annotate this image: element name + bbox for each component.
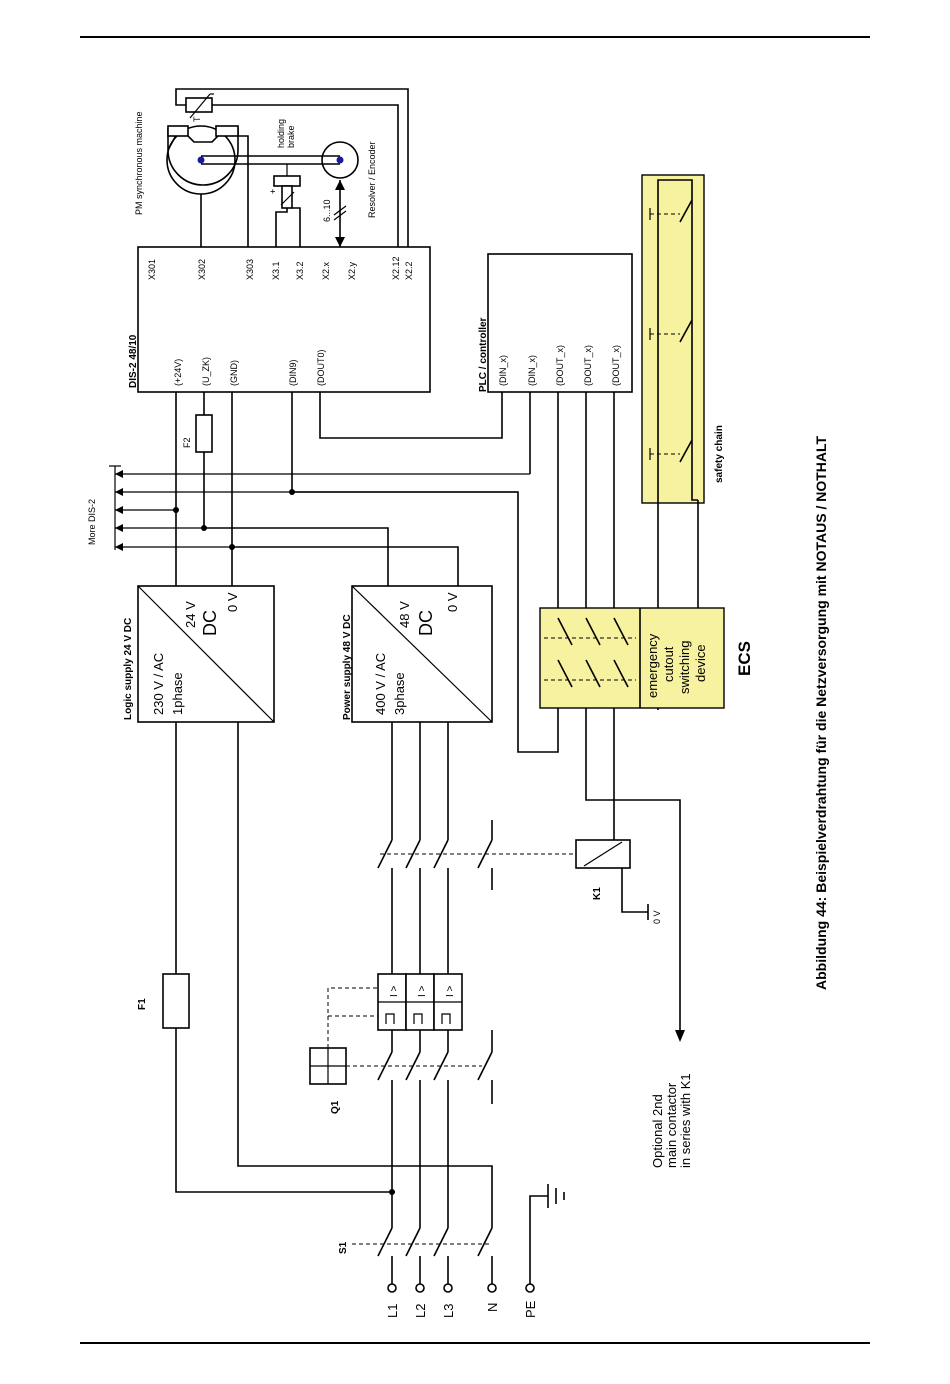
q1-label: Q1 (330, 1100, 341, 1114)
terminal-pe[interactable] (525, 1283, 535, 1293)
drive-group: DIS-2 48/10 (+24V) (U_ZK) (GND) (DIN9) (… (128, 246, 431, 393)
k1-label: K1 (592, 887, 603, 900)
bus-group: More DIS-2 F2 (87, 392, 615, 753)
power-supply-title: Power supply 48 V DC (342, 614, 353, 720)
drive-pin-x302: X302 (197, 259, 207, 280)
plc-title: PLC / controller (478, 317, 489, 392)
drive-pin-x212: X2.12 (391, 256, 401, 280)
f2-label: F2 (182, 437, 192, 448)
optional-note-2: main contactor (664, 1082, 679, 1168)
ecs-desc-1: emergency (645, 633, 660, 698)
power-supply-ac: 400 V / AC (373, 653, 388, 715)
ecs-desc-2: cutout (661, 646, 676, 682)
terminal-n[interactable] (487, 1283, 497, 1293)
logic-supply-title: Logic supply 24 V DC (123, 618, 134, 720)
optional-note-1: Optional 2nd (650, 1094, 665, 1168)
fuse-f2 (195, 414, 213, 453)
drive-pin-x303: X303 (245, 259, 255, 280)
brake-label: holdingbrake (276, 119, 296, 148)
plc-group: PLC / controller (DIN_x) (DIN_x) (DOUT_x… (478, 253, 633, 393)
ecs-title: ECS (735, 641, 754, 676)
resolver-label: Resolver / Encoder (367, 141, 377, 218)
drive-title: DIS-2 48/10 (128, 334, 139, 388)
drive-pin-x2x: X2.x (321, 261, 331, 280)
optional-note: Optional 2nd main contactor in series wi… (650, 1073, 693, 1168)
power-supply-phase: 3phase (392, 672, 407, 715)
drive-pin-x22: X2.2 (404, 261, 414, 280)
logic-supply-24v: 24 V (183, 601, 198, 628)
temp-sensor (185, 97, 213, 113)
power-supply: Power supply 48 V DC 400 V / AC 3phase 4… (342, 585, 493, 723)
logic-supply-dc: DC (200, 610, 220, 636)
logic-supply-ac: 230 V / AC (151, 653, 166, 715)
drive-pin-uzk: (U_ZK) (201, 357, 211, 386)
drive-pin-x2y: X2.y (347, 261, 357, 280)
terminal-l1[interactable] (387, 1283, 397, 1293)
drive-box (137, 246, 431, 393)
fuse-f1 (162, 973, 190, 1029)
logic-supply-0v: 0 V (225, 592, 240, 612)
resolver-symbol (321, 141, 359, 179)
terminal-label-l1: L1 (385, 1304, 400, 1318)
optional-note-3: in series with K1 (678, 1073, 693, 1168)
motor-group: PM synchronous machine holdingbrake Reso… (134, 88, 409, 247)
drive-pin-x32: X3.2 (295, 261, 305, 280)
more-dis2-label: More DIS-2 (87, 499, 97, 545)
figure-caption: Abbildung 44: Beispielverdrahtung für di… (813, 435, 829, 990)
logic-supply: Logic supply 24 V DC 230 V / AC 1phase 2… (123, 585, 275, 723)
safety-chain-label: safety chain (714, 425, 725, 483)
power-supply-48v: 48 V (397, 601, 412, 628)
s1-label: S1 (338, 1241, 349, 1254)
logic-supply-phase: 1phase (170, 672, 185, 715)
ecs-box (539, 607, 725, 709)
drive-pin-x31: X3.1 (271, 261, 281, 280)
f1-label: F1 (137, 998, 148, 1010)
terminal-label-l3: L3 (441, 1304, 456, 1318)
plc-pin-dout1: (DOUT_x) (555, 345, 565, 386)
safety-chain-box (641, 174, 705, 504)
q1-trip-label-2: I > (417, 985, 428, 997)
motor-shaft (197, 156, 205, 164)
safety-chain: safety chain (641, 174, 725, 710)
terminal-l2[interactable] (415, 1283, 425, 1293)
q1-group: I > I > I > Q1 (309, 973, 493, 1114)
plc-pin-dout2: (DOUT_x) (583, 345, 593, 386)
q1-trip-label-3: I > (445, 985, 456, 997)
terminal-label-l2: L2 (413, 1304, 428, 1318)
plc-pin-din1: (DIN_x) (498, 355, 508, 386)
brake-plus-label: + (268, 189, 278, 194)
plc-pin-din2: (DIN_x) (527, 355, 537, 386)
terminal-l3[interactable] (443, 1283, 453, 1293)
brake-symbol (273, 175, 301, 187)
drive-pin-din9: (DIN9) (288, 359, 298, 386)
temp-label: T (192, 116, 202, 122)
ecs-desc-3: switching (677, 641, 692, 694)
mains-group: F1 S1 L1 L2 L3 N PE (137, 722, 565, 1318)
k1-group: 0 V K1 (377, 820, 662, 924)
ecs-group: emergency cutout switching device ECS (539, 607, 754, 1042)
terminal-label-pe: PE (523, 1300, 538, 1318)
ecs-desc: emergency cutout switching device (645, 630, 708, 698)
brake-label-2: brake (286, 125, 296, 148)
cable-count-label: 6...10 (322, 199, 332, 222)
terminal-label-n: N (485, 1303, 500, 1312)
plc-box (487, 253, 633, 393)
drive-pin-24v: (+24V) (173, 359, 183, 386)
k1-zero-label: 0 V (652, 910, 662, 924)
q1-trip-label-1: I > (389, 985, 400, 997)
drive-pin-gnd: (GND) (229, 360, 239, 386)
motor-title: PM synchronous machine (134, 111, 144, 215)
ecs-desc-4: device (693, 644, 708, 682)
drive-pin-x301: X301 (147, 259, 157, 280)
plc-pin-dout3: (DOUT_x) (611, 345, 621, 386)
power-supply-dc: DC (416, 610, 436, 636)
power-supply-0v: 0 V (445, 592, 460, 612)
brake-label-1: holding (276, 119, 286, 148)
drive-pin-dout0: (DOUT0) (316, 350, 326, 387)
